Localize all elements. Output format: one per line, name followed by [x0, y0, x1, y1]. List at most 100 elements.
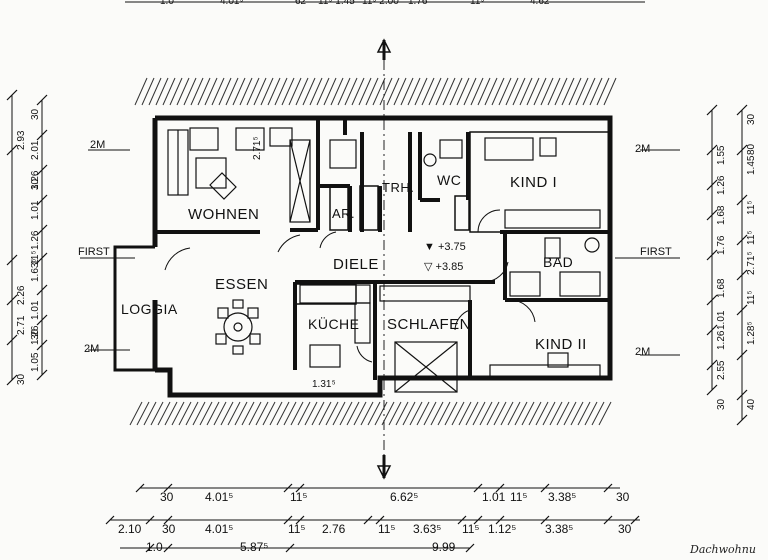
roof-hatch-bottom [129, 401, 612, 426]
hatch-line [204, 77, 218, 106]
bottom-row2-label: 30 [618, 522, 632, 536]
right-inner-label: 1.26 [716, 330, 727, 350]
dim-tick [706, 179, 718, 191]
dim-tick [465, 543, 475, 553]
right-inner-label: 2.55 [716, 360, 727, 380]
hatch-line [598, 401, 612, 426]
hatch-line [451, 401, 465, 426]
hatch-line [435, 77, 449, 106]
hatch-line [225, 77, 239, 106]
dim-tick [603, 515, 613, 525]
bottom-row3-label: 1.0 [146, 540, 163, 554]
dim-tick [36, 194, 48, 206]
hatch-line [199, 401, 213, 426]
dim-lines [11, 1, 743, 549]
room-label-diele: DIELE [333, 256, 379, 273]
left-inner-label: 1.26 [30, 170, 41, 190]
left-inner-label: 1.26 [30, 325, 41, 345]
hatch-line [176, 77, 190, 106]
left-inner-label: 1.05 [30, 352, 41, 372]
dim-tick [706, 104, 718, 116]
bottom-row1-label: 11⁵ [510, 490, 528, 504]
dim-tick [36, 129, 48, 141]
hatch-line [549, 401, 563, 426]
dim-tick [36, 224, 48, 236]
level-lower: ▽ +3.85 [424, 261, 464, 273]
hatch-line [248, 401, 262, 426]
hatch-line [288, 77, 302, 106]
hatch-line [577, 401, 591, 426]
hatch-line [533, 77, 547, 106]
hatch-line [596, 77, 610, 106]
hatch-line [519, 77, 533, 106]
dim-tick [706, 294, 718, 306]
dim-tick [736, 304, 748, 316]
bottom-row2-label: 2.76 [322, 522, 346, 536]
dim-tick [6, 334, 18, 346]
hatch-line [295, 77, 309, 106]
dim-tick [706, 144, 718, 156]
bottom-row1-label: 30 [616, 490, 630, 504]
hatch-line [339, 401, 353, 426]
right-outer-label: 80 [746, 143, 757, 155]
top-dims-label: 1.0 [160, 0, 174, 7]
hatch-line [332, 401, 346, 426]
room-label-kind2: KIND II [535, 336, 587, 353]
hatch-line [430, 401, 444, 426]
bottom-row3-label: 5.87⁵ [240, 540, 269, 554]
hatch-line [498, 77, 512, 106]
hatch-line [227, 401, 241, 426]
dim-tick [603, 483, 613, 493]
hatch-line [129, 401, 143, 426]
hatch-line [388, 401, 402, 426]
left-outer-label: 2.93 [16, 130, 27, 150]
hatch-line [232, 77, 246, 106]
room-label-bad: BAD [543, 254, 574, 270]
hatch-line [472, 401, 486, 426]
hatch-line [297, 401, 311, 426]
dim-tick [6, 144, 18, 156]
hatch-line [178, 401, 192, 426]
hatch-line [267, 77, 281, 106]
dim-tick [105, 515, 115, 525]
dim-tick [6, 254, 18, 266]
room-label-essen: ESSEN [215, 276, 269, 293]
dim-tick [36, 369, 48, 381]
loggia-walls [113, 245, 155, 372]
dim-tick [736, 349, 748, 361]
dim-tick [36, 252, 48, 264]
dim-tick [36, 164, 48, 176]
hatch-line [302, 77, 316, 106]
right-inner-label: 1.26 [716, 175, 727, 195]
hatch-line [239, 77, 253, 106]
right-inner-label: 1.55 [716, 145, 727, 165]
first-marker-left: FIRST [78, 246, 110, 258]
dim-tick [283, 483, 293, 493]
hatch-line [192, 401, 206, 426]
hatch-line [409, 401, 423, 426]
axis-arrow-bottom [376, 465, 392, 480]
dim-tick [736, 389, 748, 401]
hatch-line [351, 77, 365, 106]
hatch-line [164, 401, 178, 426]
right-inner-label: 1.68 [716, 205, 727, 225]
dim-tick [630, 515, 640, 525]
dim-tick [6, 294, 18, 306]
hatch-line [372, 77, 386, 106]
left-inner-label: 1.01 [30, 300, 41, 320]
bottom-row1-label: 3.38⁵ [548, 490, 577, 504]
left-outer-label: 2.26 [16, 285, 27, 305]
dim-tick [736, 194, 748, 206]
hatch-line [323, 77, 337, 106]
dim-tick [495, 483, 505, 493]
right-outer-label: 11⁵ [746, 200, 757, 215]
hatch-line [143, 401, 157, 426]
top-dims-label: 4.62 [530, 0, 550, 7]
hatch-line [283, 401, 297, 426]
hatch-line [393, 77, 407, 106]
room-label-ar: AR. [332, 206, 356, 221]
dim-tick [457, 515, 467, 525]
hatch-line [584, 401, 598, 426]
bottom-row2-label: 11⁵ [288, 522, 306, 536]
hatch-line [589, 77, 603, 106]
